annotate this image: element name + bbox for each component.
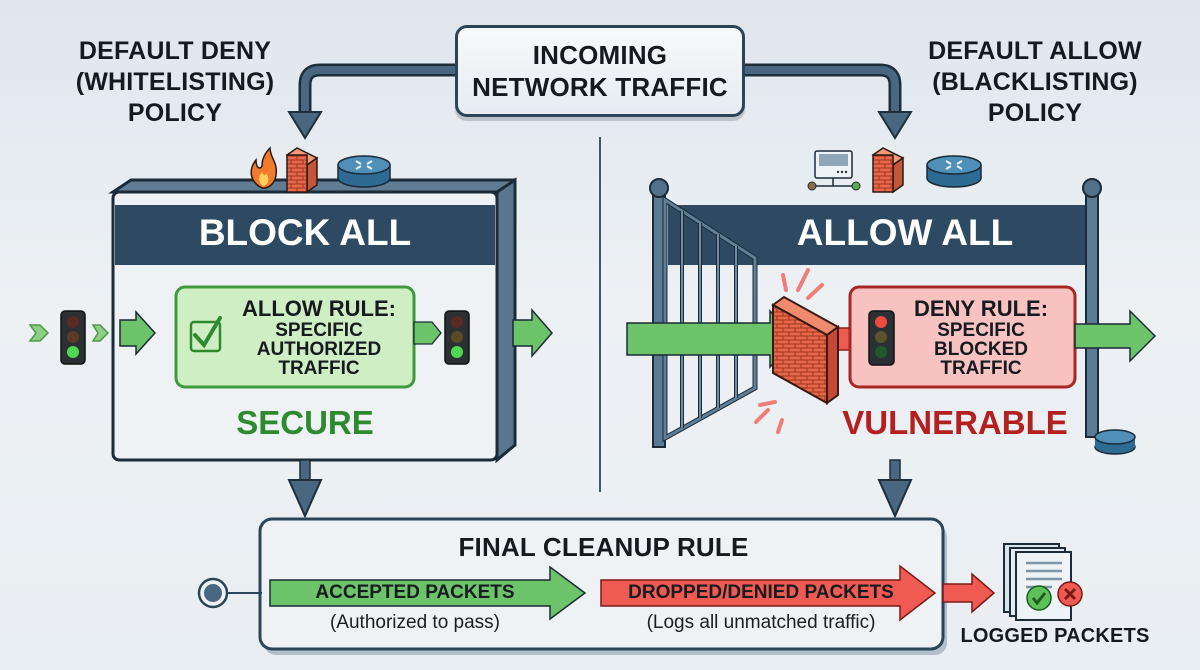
- dropped-packets-sub: (Logs all unmatched traffic): [646, 612, 876, 633]
- checkbox-check-icon: [189, 316, 222, 353]
- router-icon-3: [1094, 429, 1136, 455]
- right-policy-title: DEFAULT ALLOW (BLACKLISTING) POLICY: [928, 37, 1142, 127]
- check-circle-icon: [1026, 585, 1052, 611]
- left-policy-title: DEFAULT DENY (WHITELISTING) POLICY: [75, 37, 275, 127]
- accepted-packets-label: ACCEPTED PACKETS: [315, 582, 515, 603]
- left-traffic-flow: [28, 285, 553, 389]
- dropped-arrow: [600, 564, 937, 622]
- down-arrows: [287, 459, 913, 519]
- firewall-brick-icon-2: [871, 147, 905, 194]
- fire-icon: [250, 146, 278, 189]
- allow-rule-text: ALLOW RULE: SPECIFIC AUTHORIZED TRAFFIC: [242, 296, 396, 379]
- brick-wall-icon: [771, 295, 840, 405]
- block-all-banner: BLOCK ALL: [198, 212, 412, 253]
- allow-all-banner: ALLOW ALL: [796, 212, 1014, 253]
- right-traffic-flow: [626, 268, 1157, 434]
- cleanup-title: FINAL CLEANUP RULE: [458, 532, 749, 562]
- incoming-traffic-box: INCOMING NETWORK TRAFFIC: [455, 25, 745, 117]
- incoming-flow-arrows: [287, 63, 913, 140]
- traffic-light-green-icon: [60, 310, 86, 365]
- burst-lines: [754, 268, 824, 434]
- logged-packets-icon: [1003, 543, 1083, 621]
- traffic-light-green-icon-2: [444, 310, 470, 365]
- open-gate-icon: [662, 195, 758, 443]
- logged-packets-label: LOGGED PACKETS: [960, 625, 1150, 647]
- vulnerable-status: VULNERABLE: [842, 404, 1068, 441]
- firewall-brick-icon: [285, 147, 319, 194]
- start-node-icon: [197, 577, 262, 609]
- accepted-arrow: [269, 565, 587, 621]
- deny-rule-text: DENY RULE: SPECIFIC BLOCKED TRAFFIC: [913, 296, 1049, 379]
- router-icon-2: [926, 155, 982, 188]
- dropped-packets-label: DROPPED/DENIED PACKETS: [628, 582, 894, 603]
- to-log-arrow: [942, 572, 996, 614]
- accepted-packets-sub: (Authorized to pass): [329, 612, 501, 633]
- traffic-light-red-icon: [868, 310, 895, 366]
- secure-status: SECURE: [236, 404, 374, 441]
- router-icon: [337, 155, 391, 188]
- server-icon: [807, 150, 861, 191]
- incoming-traffic-title: INCOMING NETWORK TRAFFIC: [472, 40, 728, 102]
- x-circle-icon: [1057, 581, 1083, 607]
